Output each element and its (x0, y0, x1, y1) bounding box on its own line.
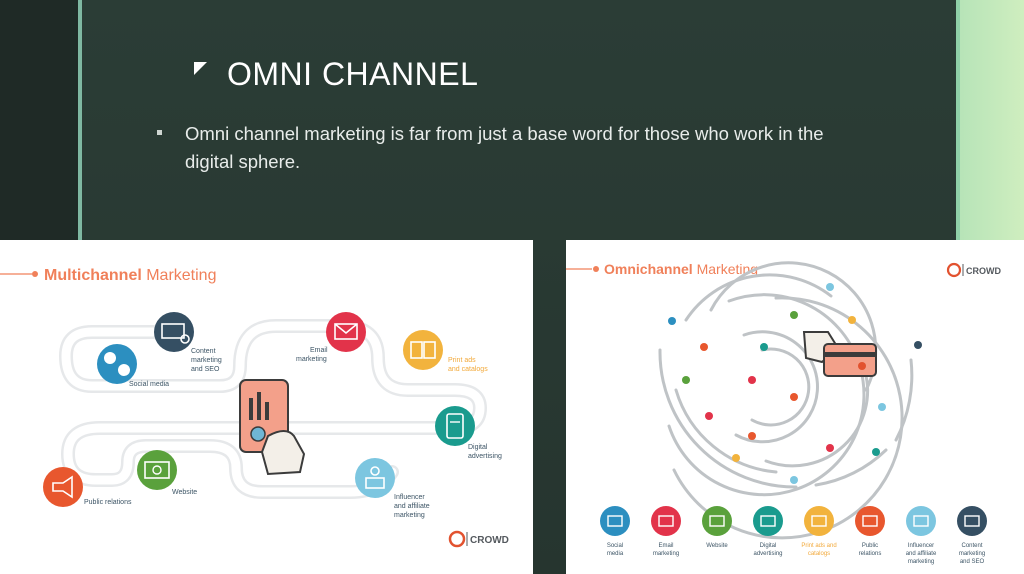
heading-dot (593, 266, 599, 272)
megaphone-icon (855, 506, 885, 536)
digital-advertising-label: Digital advertising (468, 444, 502, 460)
website-icon (137, 450, 177, 490)
heading-dot (32, 271, 38, 277)
multichannel-heading: Multichannel Marketing (44, 267, 216, 284)
email-marketing-label: Email marketing (296, 347, 329, 363)
multichannel-diagram: Multichannel Marketing Content (0, 267, 509, 548)
public-relations-icon (43, 467, 83, 507)
omnichannel-heading: Omnichannel Marketing (604, 261, 758, 277)
digital-advertising-icon (435, 406, 475, 446)
slide-title: OMNI CHANNEL (227, 56, 479, 92)
concentric-arcs (658, 261, 914, 540)
bullet-text: Omni channel marketing is far from just … (185, 123, 824, 172)
multichannel-image: Multichannel Marketing Content (0, 240, 533, 574)
legend-item-website: Website (702, 506, 732, 549)
social-icon (600, 506, 630, 536)
print-ads-label: Print ads and catalogs (448, 357, 488, 373)
omnichannel-image: Omnichannel Marketing CROWD (566, 240, 1024, 574)
legend-label: Website (706, 543, 728, 549)
bullet-marker (157, 130, 162, 135)
social-media-icon (97, 344, 137, 384)
title-corner-icon (194, 62, 207, 75)
omnichannel-diagram: Omnichannel Marketing CROWD (566, 261, 1001, 565)
public-relations-label: Public relations (84, 499, 132, 506)
influencer-icon (906, 506, 936, 536)
print-icon (804, 506, 834, 536)
influencer-icon (355, 458, 395, 498)
email-icon (651, 506, 681, 536)
svg-text:CROWD: CROWD (470, 535, 509, 546)
credit-card-hand-icon (802, 331, 877, 377)
left-accent-strip (78, 0, 82, 240)
content-marketing-icon (154, 312, 194, 352)
email-icon (326, 312, 366, 352)
right-accent-line (956, 0, 960, 240)
right-accent-band (960, 0, 1024, 240)
g2crowd-logo: CROWD (946, 262, 1001, 278)
content-icon (957, 506, 987, 536)
website-icon (702, 506, 732, 536)
influencer-label: Influencer and affiliate marketing (394, 494, 432, 519)
credit-card-hand-icon (239, 379, 306, 476)
g2crowd-logo: CROWD (448, 530, 509, 548)
svg-text:CROWD: CROWD (966, 266, 1001, 276)
digital-ad-icon (753, 506, 783, 536)
social-media-label: Social media (129, 381, 169, 388)
channel-dots (668, 283, 922, 484)
print-ads-icon (403, 330, 443, 370)
content-marketing-label: Content marketing and SEO (191, 348, 224, 373)
website-label: Website (172, 489, 197, 496)
